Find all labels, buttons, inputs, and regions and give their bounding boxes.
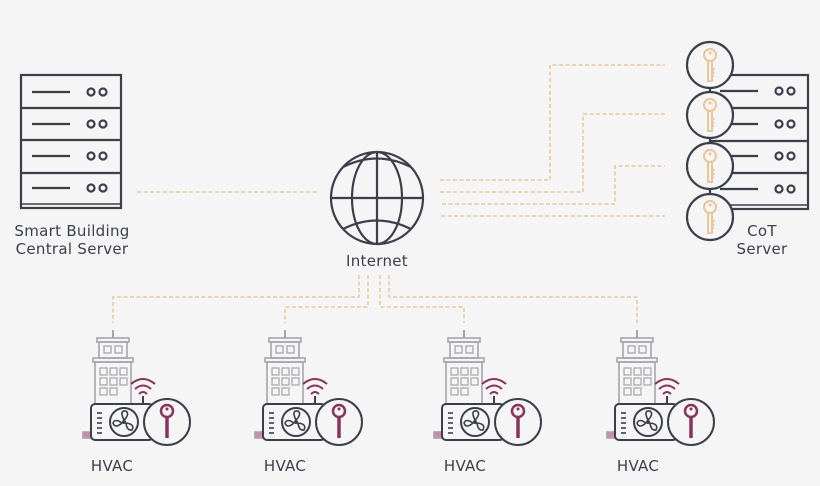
server-rack-with-keys-icon [685,40,810,242]
key-icon [685,141,735,191]
key-icon [685,90,735,140]
cot-server-label-line2: Server [736,240,788,258]
building-hvac-key-wifi-icon [253,328,364,447]
building-hvac-key-wifi-icon [81,328,192,447]
central-server-label-line2: Central Server [15,240,129,258]
internet-label: Internet [346,252,408,270]
hvac-label: HVAC [616,457,660,475]
globe-icon [329,150,425,246]
server-rack-icon [19,73,123,210]
hvac-label: HVAC [443,457,487,475]
hvac-label: HVAC [263,457,307,475]
cot-server-label-line1: CoT [747,222,777,240]
hvac-label: HVAC [90,457,134,475]
key-icon [685,40,735,90]
cot-server-label: CoT Server [722,222,802,258]
building-hvac-key-wifi-icon [605,328,716,447]
building-hvac-key-wifi-icon [432,328,543,447]
central-server-label-line1: Smart Building [14,222,130,240]
central-server-label: Smart Building Central Server [4,222,140,258]
connector-lines [112,64,665,323]
